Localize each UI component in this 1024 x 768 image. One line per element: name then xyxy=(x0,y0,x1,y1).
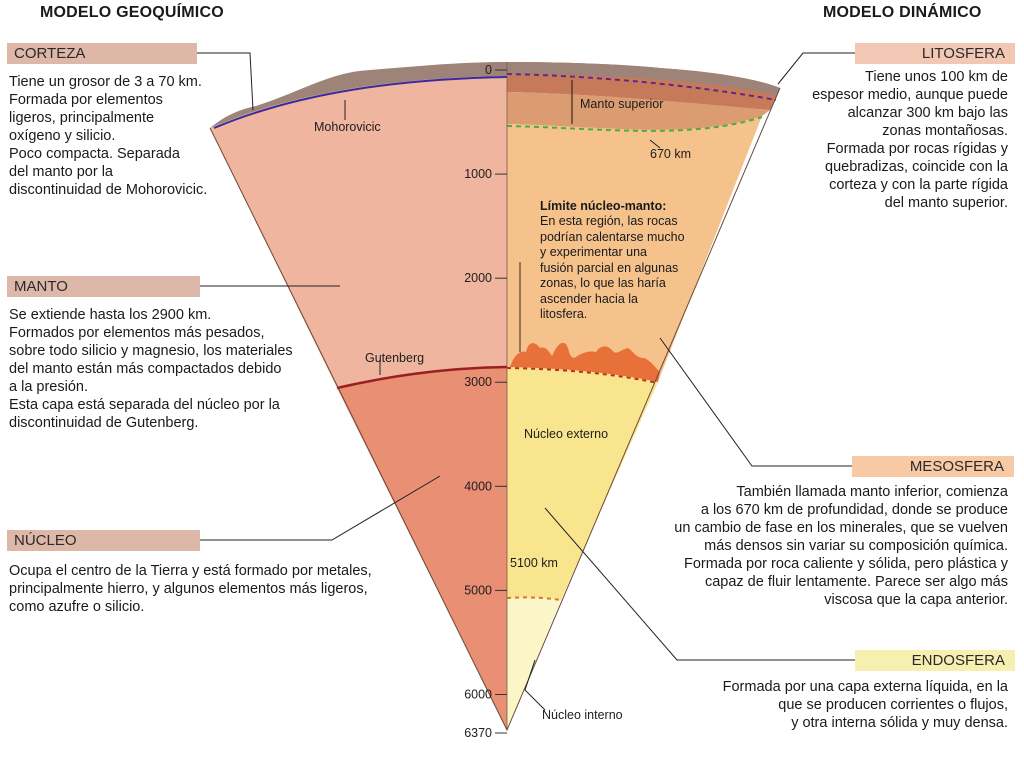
crust-region-left xyxy=(210,62,507,128)
depth-ticks: 0 1000 2000 3000 4000 5000 6000 6370 xyxy=(464,63,507,740)
title-dynamic: MODELO DINÁMICO xyxy=(823,4,982,21)
title-geochemical: MODELO GEOQUÍMICO xyxy=(40,4,224,21)
green-dashed-670 xyxy=(506,116,763,132)
inner-core-label: Núcleo interno xyxy=(542,708,623,722)
depth-tick-label: 4000 xyxy=(464,479,492,493)
boundary-text: En esta región, las rocas podrían calent… xyxy=(540,214,685,321)
crust-region-right xyxy=(507,62,780,96)
outer-core-label: Núcleo externo xyxy=(524,427,608,441)
header-mesosfera: MESOSFERA xyxy=(852,456,1014,477)
gutenberg-line xyxy=(336,365,508,390)
depth-tick-label: 6000 xyxy=(464,687,492,701)
mesosphere-region xyxy=(507,116,762,382)
gutenberg-label: Gutenberg xyxy=(365,351,424,365)
leader-endosfera xyxy=(544,507,855,661)
core-region-left xyxy=(337,367,507,730)
dashed-5100 xyxy=(506,596,562,601)
leader-litosfera xyxy=(777,52,855,85)
desc-mesosfera: También llamada manto inferior, comienza… xyxy=(674,484,1008,608)
hot-plumes xyxy=(507,342,660,382)
leader-inner xyxy=(524,659,546,711)
wedge-outline xyxy=(209,87,781,732)
header-manto: MANTO xyxy=(7,276,200,297)
desc-manto: Se extiende hasta los 2900 km. Formados … xyxy=(9,307,293,431)
core-mantle-boundary-note: Límite núcleo-manto: En esta región, las… xyxy=(540,183,700,338)
moho-line xyxy=(213,76,508,129)
leader-corteza xyxy=(190,52,254,111)
dashed-3000 xyxy=(506,367,659,384)
depth-tick-label: 2000 xyxy=(464,271,492,285)
header-litosfera: LITOSFERA xyxy=(855,43,1015,64)
desc-endosfera: Formada por una capa externa líquida, en… xyxy=(722,679,1008,731)
km670-label: 670 km xyxy=(650,147,691,161)
depth-tick-label: 5000 xyxy=(464,583,492,597)
depth-tick-label: 0 xyxy=(485,63,492,77)
leader-mesosfera xyxy=(659,337,852,467)
upper-mantle-region xyxy=(507,92,770,130)
mantle-region xyxy=(210,76,507,388)
desc-litosfera: Tiene unos 100 km de espesor medio, aunq… xyxy=(812,69,1008,211)
depth-tick-label: 1000 xyxy=(464,167,492,181)
moho-label: Mohorovicic xyxy=(314,120,381,134)
header-nucleo: NÚCLEO xyxy=(7,530,200,551)
leader-nucleo xyxy=(193,475,441,541)
km5100-label: 5100 km xyxy=(510,556,558,570)
leader-670 xyxy=(649,139,661,149)
depth-tick-label: 3000 xyxy=(464,375,492,389)
depth-tick-label: 6370 xyxy=(464,726,492,740)
upper-mantle-label: Manto superior xyxy=(580,97,663,111)
desc-corteza: Tiene un grosor de 3 a 70 km. Formada po… xyxy=(9,74,208,198)
header-corteza: CORTEZA xyxy=(7,43,197,64)
boundary-title: Límite núcleo-manto: xyxy=(540,198,667,213)
header-endosfera: ENDOSFERA xyxy=(855,650,1015,671)
outer-core-region xyxy=(507,367,658,600)
desc-nucleo: Ocupa el centro de la Tierra y está form… xyxy=(9,563,372,615)
litho-dashed-line xyxy=(506,73,777,101)
